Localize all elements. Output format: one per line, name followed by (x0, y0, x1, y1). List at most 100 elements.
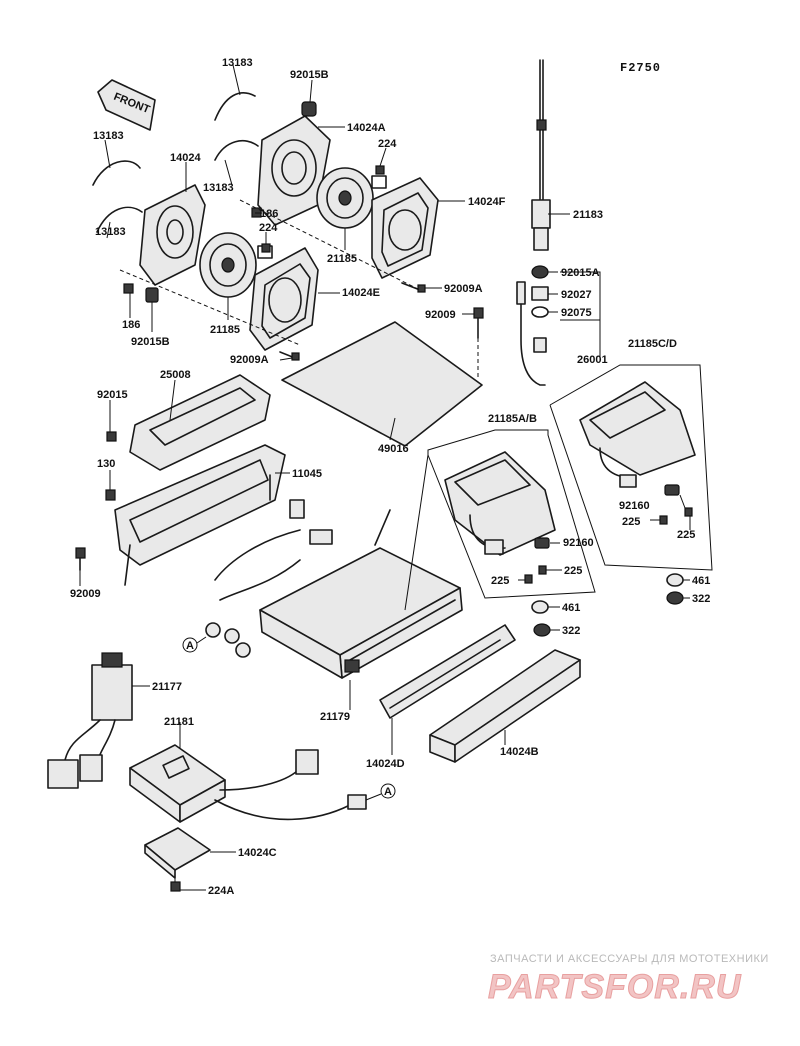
cover-14024b (429, 649, 581, 763)
front-arrow-icon: FRONT (97, 79, 156, 131)
label-92160: 92160 (563, 537, 594, 549)
label-92075: 92075 (561, 307, 592, 319)
label-225: 225 (622, 516, 640, 528)
nut-322-right (666, 591, 684, 605)
bolt-92009a-bot (279, 351, 300, 361)
antenna-spacer-92027 (531, 286, 549, 301)
bracket-11045 (114, 444, 286, 586)
speaker-grille-14024e (249, 247, 319, 351)
washer-461-mid (531, 600, 549, 614)
clip-13183-d (96, 206, 143, 233)
bracket-25008 (129, 374, 271, 471)
watermark-tagline: ЗАПЧАСТИ И АКСЕССУАРЫ ДЛЯ МОТОТЕХНИКИ (490, 953, 769, 965)
label-21179: 21179 (320, 711, 350, 723)
connector-callout-a-right: A (365, 783, 396, 801)
label-92015a: 92015A (561, 267, 600, 279)
speaker-unit-21185cd (579, 381, 696, 488)
label-225: 225 (564, 565, 582, 577)
label-13183: 13183 (203, 182, 234, 194)
label-14024d: 14024D (366, 758, 405, 770)
clip-92015b-bot (145, 287, 159, 303)
svg-text:A: A (186, 640, 194, 652)
label-92009: 92009 (70, 588, 101, 600)
label-224: 224 (259, 222, 278, 234)
screw-224a (170, 870, 181, 892)
plate-49016 (281, 321, 483, 447)
label-21181: 21181 (164, 716, 194, 728)
label-21183: 21183 (573, 209, 603, 221)
connector-callout-a-left: A (182, 636, 207, 653)
label-14024a: 14024A (347, 122, 386, 134)
speaker-unit-21185ab (444, 451, 556, 556)
screw-225-m2 (524, 574, 533, 584)
connector-92160-mid (534, 537, 550, 549)
figure-code: F2750 (620, 61, 661, 75)
clip-13183-a (214, 92, 256, 121)
nut-322-mid (533, 623, 551, 637)
label-224a: 224A (208, 885, 234, 897)
label-92160: 92160 (619, 500, 650, 512)
label-13183: 13183 (222, 57, 253, 69)
leader-lines (79, 64, 691, 891)
speaker-grille-14024f (371, 177, 439, 279)
label-13183: 13183 (95, 226, 126, 238)
antenna-nut-92015a (531, 265, 549, 279)
label-186: 186 (122, 319, 140, 331)
label-26001: 26001 (577, 354, 608, 366)
label-322: 322 (692, 593, 710, 605)
label-14024f: 14024F (468, 196, 506, 208)
speaker-21185-right (316, 167, 387, 229)
assembly-line-1 (119, 269, 301, 346)
faceplate-14024d (379, 624, 516, 719)
screw-225-r1 (684, 507, 693, 517)
label-225: 225 (491, 575, 509, 587)
label-322: 322 (562, 625, 580, 637)
connector-92160-right (664, 484, 680, 496)
label-25008: 25008 (160, 369, 191, 381)
label-49016: 49016 (378, 443, 409, 455)
label-14024: 14024 (170, 152, 201, 164)
nut-92015 (106, 431, 117, 442)
bolt-92009-left (75, 547, 86, 571)
label-225: 225 (677, 529, 695, 541)
antenna-21183 (531, 59, 551, 251)
cover-14024c (144, 827, 211, 879)
label-92015b: 92015B (131, 336, 170, 348)
label-21177: 21177 (152, 681, 182, 693)
speaker-bracket-14024a (257, 101, 331, 226)
switch-21177 (47, 652, 133, 789)
label-13183: 13183 (93, 130, 124, 142)
group-outline-21185cd (549, 364, 713, 571)
bolt-92009 (473, 307, 484, 339)
label-186: 186 (260, 208, 278, 220)
screw-224-top (375, 165, 385, 175)
label-14024b: 14024B (500, 746, 539, 758)
label-21185: 21185 (210, 324, 240, 336)
label-224: 224 (378, 138, 397, 150)
watermark-logo: PARTSFOR.RU (488, 968, 742, 1006)
bolt-130 (105, 489, 116, 501)
screw-224-mid (261, 243, 271, 253)
watermark: ЗАПЧАСТИ И АКСЕССУАРЫ ДЛЯ МОТОТЕХНИКИ PA… (488, 953, 769, 1007)
group-outline-21185ab (427, 429, 596, 599)
assembly-line-2 (239, 199, 421, 291)
amplifier-21181 (129, 744, 367, 823)
label-11045: 11045 (292, 468, 322, 480)
label-92015: 92015 (97, 389, 128, 401)
label-130: 130 (97, 458, 115, 470)
svg-text:A: A (384, 786, 392, 798)
part-labels: 13183 92015B 14024A 13183 14024 224 1318… (70, 57, 710, 897)
label-14024e: 14024E (342, 287, 380, 299)
label-92015b: 92015B (290, 69, 329, 81)
speaker-bracket-14024 (139, 184, 206, 286)
radio-unit-21179 (205, 499, 463, 679)
clip-13183-c (214, 139, 259, 161)
antenna-washer-92075 (531, 306, 549, 318)
label-21185ab: 21185A/B (488, 413, 537, 425)
antenna-cable-26001 (516, 281, 547, 386)
label-461: 461 (692, 575, 710, 587)
speaker-21185-left (199, 232, 273, 298)
label-92009a: 92009A (444, 283, 483, 295)
